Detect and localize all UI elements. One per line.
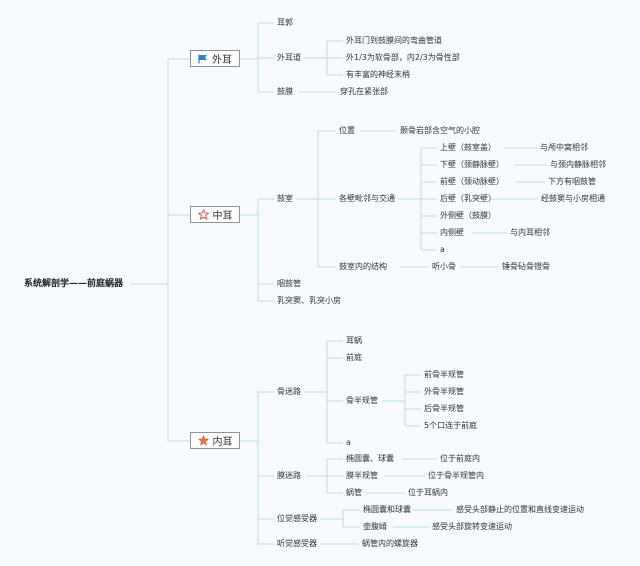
position-sense-node[interactable]: 位觉感受器: [277, 514, 317, 523]
mastoid-node[interactable]: 乳突窦、乳突小房: [277, 296, 341, 305]
vestibule-node[interactable]: 前庭: [346, 353, 362, 362]
wall-item[interactable]: 外侧壁（鼓膜）: [440, 211, 496, 220]
middle-ear-topic[interactable]: 中耳: [190, 206, 240, 223]
semicircular-canals-node[interactable]: 骨半规管: [346, 396, 378, 405]
membranous-item[interactable]: 膜半规管: [346, 471, 378, 480]
star-outline-icon: [197, 209, 209, 220]
membranous-item[interactable]: 蜗管: [346, 488, 362, 497]
auricle-node[interactable]: 耳郭: [277, 18, 293, 27]
inner-ear-label: 内耳: [212, 437, 233, 448]
wall-item[interactable]: 前壁（颈动脉壁）: [440, 177, 504, 186]
wall-note[interactable]: 与颅中窝相邻: [540, 143, 588, 152]
hearing-sense-node[interactable]: 听觉感受器: [277, 539, 317, 548]
wall-note[interactable]: 与内耳相邻: [510, 228, 550, 237]
membranous-note[interactable]: 位于前庭内: [440, 454, 480, 463]
position-sense-item[interactable]: 壶腹嵴: [363, 522, 387, 531]
wall-note[interactable]: 经鼓窦与小房相通: [541, 194, 605, 203]
wall-item[interactable]: 后壁（乳突壁）: [440, 194, 496, 203]
canal-item[interactable]: 5个口连于前庭: [424, 421, 478, 430]
outer-ear-label: 外耳: [212, 55, 232, 66]
wall-note[interactable]: 下方有咽鼓管: [548, 177, 596, 186]
wall-item[interactable]: 上壁（鼓室盖）: [440, 143, 496, 152]
eardrum-note[interactable]: 穿孔在紧张部: [340, 87, 388, 96]
bony-labyrinth-node[interactable]: 骨迷路: [277, 387, 301, 396]
flag-icon: [198, 54, 208, 64]
canal-item[interactable]: 前骨半规管: [424, 370, 464, 379]
canal-item[interactable]: 后骨半规管: [424, 404, 464, 413]
star-filled-icon: [197, 435, 209, 446]
root-topic[interactable]: 系统解剖学——前庭蜗器: [24, 279, 124, 289]
walls-node[interactable]: 各壁毗邻与交通: [339, 194, 395, 203]
wall-item[interactable]: 内侧壁: [440, 228, 464, 237]
hearing-sense-note[interactable]: 蜗管内的螺旋器: [362, 539, 418, 548]
ossicles-note[interactable]: 锤骨砧骨镫骨: [502, 262, 550, 271]
position-node[interactable]: 位置: [339, 126, 355, 135]
ear-canal-node[interactable]: 外耳道: [277, 53, 301, 62]
middle-ear-label: 中耳: [212, 211, 233, 222]
position-sense-note[interactable]: 感受头部旋转变速运动: [432, 522, 512, 531]
position-sense-item[interactable]: 椭圆囊和球囊: [363, 505, 411, 514]
wall-item[interactable]: a: [440, 245, 445, 254]
ear-canal-item[interactable]: 外耳门到鼓膜间的弯曲管道: [346, 36, 442, 45]
position-sense-note[interactable]: 感受头部静止的位置和直线变速运动: [456, 505, 584, 514]
ear-canal-item[interactable]: 有丰富的神经末梢: [346, 70, 410, 79]
bony-a-node[interactable]: a: [346, 438, 351, 447]
membranous-note[interactable]: 位于骨半规管内: [428, 471, 484, 480]
ossicles-node[interactable]: 听小骨: [432, 262, 456, 271]
wall-note[interactable]: 与颈内静脉相邻: [550, 160, 606, 169]
tympanic-cavity-node[interactable]: 鼓室: [277, 194, 293, 203]
eardrum-node[interactable]: 鼓膜: [277, 87, 293, 96]
inner-ear-topic[interactable]: 内耳: [190, 432, 240, 449]
structure-node[interactable]: 鼓室内的结构: [339, 262, 387, 271]
membranous-item[interactable]: 椭圆囊、球囊: [346, 454, 394, 463]
cochlea-node[interactable]: 耳蜗: [346, 336, 362, 345]
outer-ear-topic[interactable]: 外耳: [190, 50, 240, 67]
canal-item[interactable]: 外骨半规管: [424, 387, 464, 396]
membranous-note[interactable]: 位于耳蜗内: [408, 488, 448, 497]
position-note[interactable]: 颞骨岩部含空气的小腔: [400, 126, 480, 135]
wall-item[interactable]: 下壁（颈静脉壁）: [440, 160, 504, 169]
ear-canal-item[interactable]: 外1/3为软骨部，内2/3为骨性部: [346, 53, 460, 62]
membranous-labyrinth-node[interactable]: 膜迷路: [277, 471, 301, 480]
eustachian-tube-node[interactable]: 咽鼓管: [277, 279, 301, 288]
